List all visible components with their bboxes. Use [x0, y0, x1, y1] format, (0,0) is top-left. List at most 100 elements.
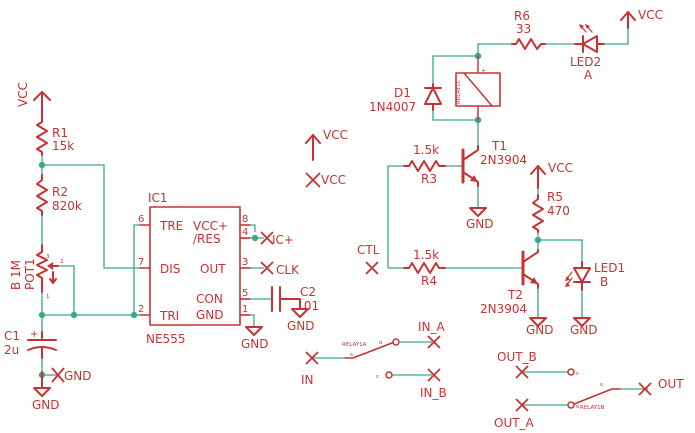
svg-text:RELAY1C: RELAY1C [456, 79, 462, 104]
resistor-r5: R5 470 [532, 190, 570, 233]
resistor-r2: R2 820k [36, 174, 82, 216]
svg-text:A: A [584, 68, 593, 82]
net-clk: CLK [260, 261, 300, 277]
svg-text:GND: GND [241, 337, 269, 351]
svg-text:NE555: NE555 [146, 332, 185, 346]
svg-text:2: 2 [138, 304, 144, 315]
gnd-symbol-c2: GND [287, 298, 315, 333]
svg-text:3: 3 [46, 254, 50, 260]
svg-text:OUT_B: OUT_B [497, 350, 537, 364]
svg-text:D1: D1 [394, 86, 411, 100]
svg-text:GND: GND [64, 369, 92, 383]
gnd-x-c1: GND [51, 367, 92, 383]
led-led2: LED2 A [570, 24, 605, 82]
svg-text:5: 5 [242, 288, 248, 299]
svg-text:2: 2 [60, 259, 64, 265]
svg-text:470: 470 [547, 204, 570, 218]
resistor-r4: 1.5k R4 [403, 248, 446, 288]
net-in-b: IN_B [420, 368, 447, 400]
svg-text:R6: R6 [514, 9, 530, 23]
gnd-symbol-t2: GND [526, 317, 554, 337]
svg-text:OUT: OUT [658, 377, 684, 391]
svg-text:VCC: VCC [548, 161, 573, 175]
svg-text:OUT: OUT [200, 262, 226, 276]
svg-text:T1: T1 [491, 139, 507, 153]
svg-text:R4: R4 [421, 274, 437, 288]
transistor-t1: T1 2N3904 [461, 139, 527, 187]
svg-text:.01: .01 [300, 299, 319, 313]
svg-text:1: 1 [242, 304, 248, 315]
svg-text:c: c [576, 371, 579, 377]
svg-text:-: - [481, 108, 483, 114]
vcc-symbol-relay: VCC [620, 8, 663, 29]
svg-text:TRI: TRI [159, 309, 179, 323]
diode-d1: D1 1N4007 [369, 83, 442, 114]
svg-text:IC+: IC+ [272, 233, 294, 247]
svg-text:2N3904: 2N3904 [480, 302, 527, 316]
vcc-symbol-left: VCC [16, 82, 51, 119]
relay-contact-a: RELAY1A s o c IN [301, 338, 400, 387]
transistor-t2: T2 2N3904 [480, 249, 539, 316]
svg-text:R3: R3 [421, 172, 437, 186]
svg-text:R5: R5 [547, 190, 563, 204]
svg-text:6: 6 [138, 214, 144, 225]
svg-text:OUT_A: OUT_A [494, 416, 535, 430]
relay-coil: + - RELAY1C [455, 55, 501, 121]
svg-text:8: 8 [242, 214, 248, 225]
svg-text:4: 4 [242, 227, 248, 238]
svg-text:o: o [379, 340, 383, 346]
svg-text:R2: R2 [52, 185, 68, 199]
svg-text:B: B [600, 275, 608, 289]
svg-text:IC1: IC1 [148, 191, 168, 205]
svg-text:o: o [576, 404, 580, 410]
svg-text:VCC: VCC [323, 128, 348, 142]
svg-text:7: 7 [138, 257, 144, 268]
svg-text:1.5k: 1.5k [413, 143, 439, 157]
svg-text:T2: T2 [507, 288, 523, 302]
svg-text:1.5k: 1.5k [413, 248, 439, 262]
svg-text:GND: GND [287, 319, 315, 333]
svg-text:DIS: DIS [160, 262, 180, 276]
svg-text:VCC+: VCC+ [193, 219, 228, 233]
svg-text:GND: GND [196, 308, 224, 322]
svg-text:CLK: CLK [276, 263, 300, 277]
svg-text:R1: R1 [52, 126, 68, 140]
svg-text:2N3904: 2N3904 [480, 153, 527, 167]
net-ctl: CTL [357, 243, 380, 275]
svg-text:1N4007: 1N4007 [369, 100, 416, 114]
svg-text:GND: GND [32, 398, 60, 412]
svg-text:+: + [481, 68, 486, 74]
svg-text:TRE: TRE [159, 219, 183, 233]
svg-text:IN_A: IN_A [418, 320, 446, 334]
svg-text:VCC: VCC [16, 82, 30, 107]
vcc-symbol-r5: VCC [530, 161, 573, 189]
svg-text:LED1: LED1 [594, 261, 625, 275]
svg-text:VCC: VCC [321, 173, 346, 187]
svg-text:15k: 15k [52, 139, 74, 153]
resistor-r6: R6 33 [511, 9, 546, 50]
gnd-symbol-c1: GND [32, 371, 60, 412]
svg-text:GND: GND [570, 323, 598, 337]
gnd-symbol-t1: GND [466, 207, 494, 231]
svg-text:s: s [350, 352, 353, 358]
led-led1: LED1 B [565, 261, 625, 291]
gnd-symbol-led1: GND [570, 317, 598, 337]
resistor-r3: 1.5k R3 [403, 143, 446, 186]
capacitor-c2: C2 .01 [271, 285, 319, 313]
svg-text:/RES: /RES [193, 232, 221, 246]
relay-contact-b: c o s RELAY1B OUT_B OUT_A [494, 350, 621, 430]
svg-text:2u: 2u [4, 343, 19, 357]
svg-text:B 1M: B 1M [9, 260, 23, 290]
svg-text:33: 33 [516, 22, 531, 36]
svg-text:820k: 820k [52, 199, 82, 213]
svg-text:3: 3 [242, 257, 248, 268]
svg-text:POT1: POT1 [23, 258, 37, 290]
svg-text:GND: GND [466, 217, 494, 231]
svg-text:CON: CON [196, 292, 223, 306]
vcc-symbol-mid: VCC VCC [305, 128, 348, 188]
svg-text:IN: IN [301, 373, 314, 387]
svg-text:CTL: CTL [357, 243, 380, 257]
svg-text:C2: C2 [300, 285, 316, 299]
svg-text:C1: C1 [4, 329, 20, 343]
